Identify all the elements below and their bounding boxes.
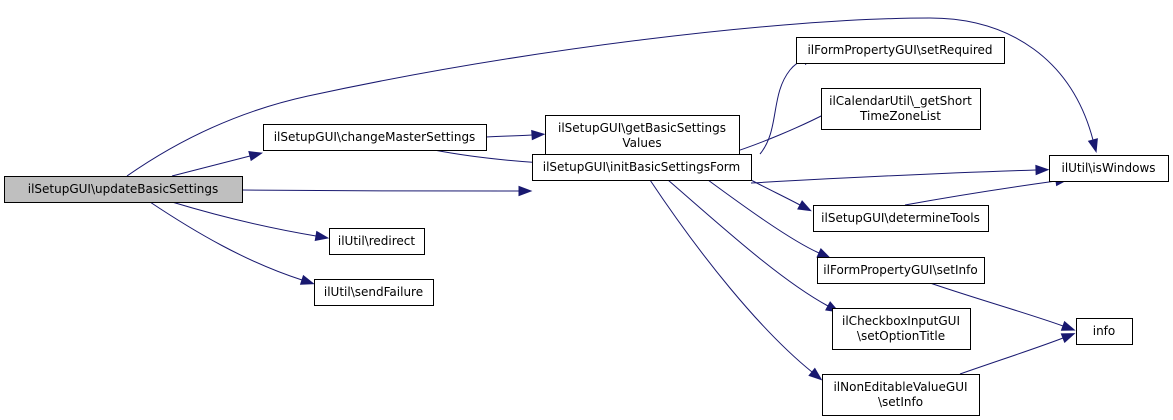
node-getBasicSettingsValues-label-0: ilSetupGUI\getBasicSettings <box>558 121 726 135</box>
node-setRequired[interactable]: ilFormPropertyGUI\setRequired <box>796 37 1005 64</box>
node-setInfo-label-0: ilFormPropertyGUI\setInfo <box>823 263 977 277</box>
edge-updateBasicSettings-to-changeMasterSettings-arrowhead <box>248 151 264 162</box>
node-updateBasicSettings[interactable]: ilSetupGUI\updateBasicSettings <box>4 176 243 203</box>
edge-nonEditableSetInfo-to-info-arrowhead <box>1060 333 1076 344</box>
edge-updateBasicSettings-to-redirect-arrowhead <box>314 230 330 242</box>
edge-determineTools-to-isWindows-line <box>904 180 1057 206</box>
node-setOptionTitle-label-0: ilCheckboxInputGUI <box>842 314 960 328</box>
node-info-label-0: info <box>1093 324 1116 338</box>
node-getShortTimeZoneList-box <box>821 88 981 130</box>
node-getShortTimeZoneList-label-1: TimeZoneList <box>859 109 941 123</box>
edge-changeMasterSettings-to-getBasicSettingsValues <box>485 129 546 141</box>
edge-updateBasicSettings-to-sendFailure-arrowhead <box>299 274 315 285</box>
edge-initBasicSettingsForm-to-setOptionTitle <box>667 179 840 313</box>
edge-initBasicSettingsForm-to-isWindows-line <box>750 169 1037 184</box>
node-sendFailure-label-0: ilUtil\sendFailure <box>324 285 423 299</box>
node-setOptionTitle[interactable]: ilCheckboxInputGUI\setOptionTitle <box>832 308 971 350</box>
node-setRequired-label-0: ilFormPropertyGUI\setRequired <box>807 43 992 57</box>
edge-initBasicSettingsForm-to-nonEditableSetInfo-arrowhead <box>808 367 823 381</box>
edge-changeMasterSettings-to-getBasicSettingsValues-arrowhead <box>531 129 546 141</box>
node-nonEditableSetInfo-box <box>822 374 980 416</box>
edge-nonEditableSetInfo-to-info-line <box>959 337 1064 375</box>
node-changeMasterSettings-box <box>263 124 487 151</box>
edge-updateBasicSettings-to-sendFailure <box>149 201 315 285</box>
edge-updateBasicSettings-to-changeMasterSettings-line <box>171 155 251 177</box>
node-nonEditableSetInfo[interactable]: ilNonEditableValueGUI\setInfo <box>822 374 980 416</box>
node-setOptionTitle-box <box>832 308 971 350</box>
edge-initBasicSettingsForm-to-setInfo <box>707 179 832 259</box>
edge-updateBasicSettings-to-changeMasterSettings <box>171 151 264 177</box>
node-setOptionTitle-label-1: \setOptionTitle <box>857 329 945 343</box>
edge-updateBasicSettings-to-isWindows-arrowhead <box>1087 138 1098 153</box>
node-changeMasterSettings-label-0: ilSetupGUI\changeMasterSettings <box>274 130 476 144</box>
node-updateBasicSettings-box <box>4 176 243 203</box>
node-determineTools[interactable]: ilSetupGUI\determineTools <box>813 205 989 232</box>
edge-updateBasicSettings-to-initBasicSettingsForm-line <box>241 189 520 192</box>
edge-initBasicSettingsForm-to-setInfo-arrowhead <box>816 248 832 259</box>
node-sendFailure[interactable]: ilUtil\sendFailure <box>314 279 434 306</box>
node-getShortTimeZoneList-label-0: ilCalendarUtil\_getShort <box>829 94 972 108</box>
node-getBasicSettingsValues-label-1: Values <box>622 136 661 150</box>
edges-layer <box>126 17 1098 381</box>
node-info[interactable]: info <box>1076 318 1133 345</box>
node-setInfo-box <box>817 257 985 284</box>
edge-initBasicSettingsForm-to-nonEditableSetInfo <box>649 179 823 381</box>
node-isWindows-label-0: ilUtil\isWindows <box>1061 161 1155 175</box>
edge-initBasicSettingsForm-to-setOptionTitle-line <box>667 179 829 307</box>
node-redirect-box <box>329 228 425 255</box>
edge-updateBasicSettings-to-redirect <box>171 201 330 242</box>
node-redirect-label-0: ilUtil\redirect <box>338 234 416 248</box>
edge-initBasicSettingsForm-to-determineTools-line <box>750 179 801 206</box>
node-redirect[interactable]: ilUtil\redirect <box>329 228 425 255</box>
edge-nonEditableSetInfo-to-info <box>959 333 1076 375</box>
edge-setInfo-to-info-arrowhead <box>1060 320 1076 331</box>
edge-updateBasicSettings-to-isWindows <box>126 17 1098 177</box>
node-isWindows-box <box>1049 155 1169 182</box>
node-initBasicSettingsForm-label-0: ilSetupGUI\initBasicSettingsForm <box>543 160 740 174</box>
edge-initBasicSettingsForm-to-setInfo-line <box>707 179 820 254</box>
node-initBasicSettingsForm-box <box>532 154 752 181</box>
edge-initBasicSettingsForm-to-nonEditableSetInfo-line <box>649 179 813 373</box>
edge-initBasicSettingsForm-to-determineTools-arrowhead <box>797 200 812 212</box>
node-isWindows[interactable]: ilUtil\isWindows <box>1049 155 1169 182</box>
node-setInfo[interactable]: ilFormPropertyGUI\setInfo <box>817 257 985 284</box>
edge-setInfo-to-info-line <box>929 282 1064 327</box>
edge-initBasicSettingsForm-to-determineTools <box>750 179 812 212</box>
node-nonEditableSetInfo-label-0: ilNonEditableValueGUI <box>833 380 967 394</box>
edge-initBasicSettingsForm-to-isWindows <box>750 164 1050 184</box>
edge-updateBasicSettings-to-initBasicSettingsForm <box>241 185 533 197</box>
edge-updateBasicSettings-to-redirect-line <box>171 201 317 237</box>
edge-updateBasicSettings-to-isWindows-line <box>126 17 1094 177</box>
node-info-box <box>1076 318 1133 345</box>
node-sendFailure-box <box>314 279 434 306</box>
node-getBasicSettingsValues-box <box>545 115 740 157</box>
edge-initBasicSettingsForm-to-getShortTimeZoneList-line <box>727 112 828 155</box>
nodes-layer: ilSetupGUI\updateBasicSettings ilSetupGUI… <box>4 37 1169 416</box>
node-determineTools-box <box>813 205 989 232</box>
node-determineTools-label-0: ilSetupGUI\determineTools <box>821 211 980 225</box>
node-setRequired-box <box>796 37 1005 64</box>
node-updateBasicSettings-label-0: ilSetupGUI\updateBasicSettings <box>28 182 219 196</box>
node-initBasicSettingsForm[interactable]: ilSetupGUI\initBasicSettingsForm <box>532 154 752 181</box>
edge-setInfo-to-info <box>929 282 1076 331</box>
edge-updateBasicSettings-to-initBasicSettingsForm-arrowhead <box>518 185 533 197</box>
edge-updateBasicSettings-to-sendFailure-line <box>149 201 303 281</box>
edge-initBasicSettingsForm-to-isWindows-arrowhead <box>1035 164 1050 176</box>
node-nonEditableSetInfo-label-1: \setInfo <box>878 395 923 409</box>
node-changeMasterSettings[interactable]: ilSetupGUI\changeMasterSettings <box>263 124 487 151</box>
edge-changeMasterSettings-to-getBasicSettingsValues-line <box>485 134 533 138</box>
edge-determineTools-to-isWindows <box>904 175 1070 206</box>
